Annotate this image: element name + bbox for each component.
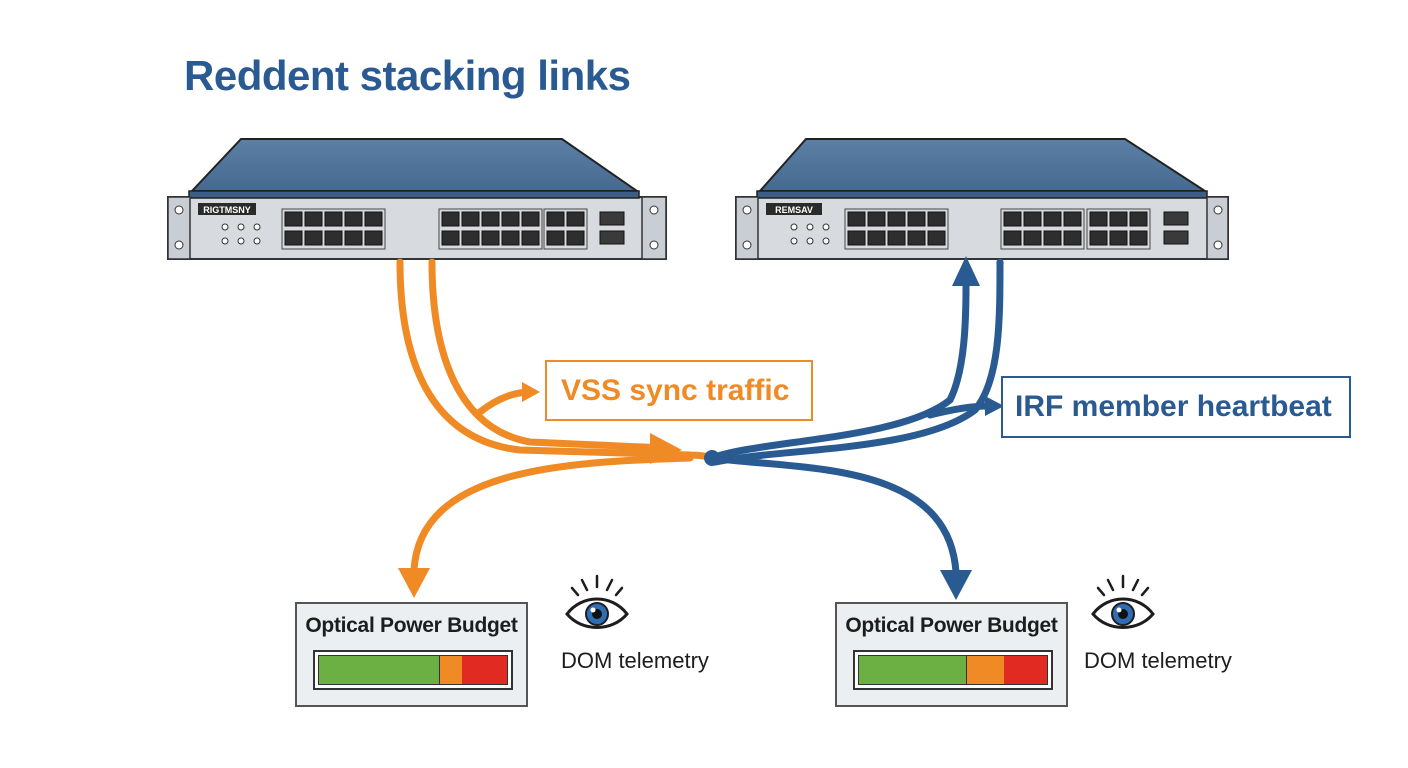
port-group-frame xyxy=(1000,208,1085,250)
switch-port xyxy=(1109,230,1128,246)
optical-power-budget-bar xyxy=(853,650,1053,690)
switch-port xyxy=(867,211,886,227)
switch-port xyxy=(1109,211,1128,227)
switch-port xyxy=(887,211,906,227)
switch-port xyxy=(461,230,480,246)
switch-port xyxy=(1003,211,1022,227)
switch-port xyxy=(501,230,520,246)
switch-port xyxy=(481,230,500,246)
switch-left: RIGTMSNY xyxy=(167,138,667,260)
switch-port xyxy=(344,230,363,246)
eye-icon xyxy=(565,574,629,629)
budget-orange-segment xyxy=(965,656,1004,684)
dom-telemetry-label: DOM telemetry xyxy=(1084,648,1232,673)
switch-port xyxy=(907,230,926,246)
switch-port xyxy=(364,211,383,227)
switch-port xyxy=(304,211,323,227)
switch-port xyxy=(1043,211,1062,227)
budget-green-segment xyxy=(859,656,966,684)
switch-port xyxy=(1043,230,1062,246)
switch-port xyxy=(1023,230,1042,246)
budget-green-segment xyxy=(319,656,439,684)
switch-port xyxy=(546,211,565,227)
sfp-port xyxy=(1163,211,1189,226)
sfp-port xyxy=(599,211,625,226)
switch-port xyxy=(566,230,585,246)
port-group-frame xyxy=(281,208,386,250)
switch-port xyxy=(1023,211,1042,227)
irf-member-heartbeat-callout: IRF member heartbeat xyxy=(1001,376,1351,438)
switch-port xyxy=(1063,211,1082,227)
switch-port xyxy=(887,230,906,246)
switch-port xyxy=(364,230,383,246)
switch-port xyxy=(907,211,926,227)
switch-model-label: REMSAV xyxy=(775,205,813,215)
switch-right: REMSAV xyxy=(735,138,1229,260)
arrow-icon xyxy=(940,256,1004,600)
switch-port xyxy=(1129,230,1148,246)
switch-port xyxy=(847,211,866,227)
switch-port xyxy=(324,230,343,246)
switch-port xyxy=(1063,230,1082,246)
cable-junction xyxy=(704,450,720,466)
eye-icon xyxy=(1091,574,1155,629)
optical-power-budget-panel: Optical Power Budget xyxy=(295,602,528,707)
optical-power-budget-bar xyxy=(313,650,513,690)
optical-power-budget-title: Optical Power Budget xyxy=(305,614,518,637)
switch-port xyxy=(1129,211,1148,227)
switch-port xyxy=(344,211,363,227)
switch-port xyxy=(304,230,323,246)
switch-port xyxy=(566,211,585,227)
switch-port xyxy=(284,230,303,246)
budget-red-segment xyxy=(462,656,507,684)
port-group-frame xyxy=(1086,208,1151,250)
switch-port xyxy=(441,230,460,246)
dom-telemetry-label: DOM telemetry xyxy=(561,648,709,673)
switch-port xyxy=(1089,211,1108,227)
optical-power-budget-title: Optical Power Budget xyxy=(845,614,1058,637)
vss-sync-traffic-callout: VSS sync traffic xyxy=(545,360,813,421)
switch-port xyxy=(927,230,946,246)
port-group-frame xyxy=(844,208,949,250)
switch-port xyxy=(441,211,460,227)
blue-stacking-cable xyxy=(708,258,1004,576)
sfp-port xyxy=(599,230,625,245)
switch-port xyxy=(927,211,946,227)
switch-port xyxy=(461,211,480,227)
switch-port xyxy=(847,230,866,246)
switch-model-label: RIGTMSNY xyxy=(203,205,251,215)
port-group-frame xyxy=(543,208,588,250)
port-group-frame xyxy=(438,208,543,250)
budget-orange-segment xyxy=(438,656,463,684)
switch-port xyxy=(284,211,303,227)
switch-port xyxy=(867,230,886,246)
switch-port xyxy=(1089,230,1108,246)
sfp-port xyxy=(1163,230,1189,245)
switch-port xyxy=(481,211,500,227)
switch-port xyxy=(324,211,343,227)
budget-red-segment xyxy=(1003,656,1047,684)
switch-port xyxy=(521,230,540,246)
switch-port xyxy=(546,230,565,246)
switch-port xyxy=(1003,230,1022,246)
arrow-icon xyxy=(398,382,682,598)
switch-port xyxy=(501,211,520,227)
diagram-title: Reddent stacking links xyxy=(184,52,631,99)
optical-power-budget-panel: Optical Power Budget xyxy=(835,602,1068,707)
switch-port xyxy=(521,211,540,227)
